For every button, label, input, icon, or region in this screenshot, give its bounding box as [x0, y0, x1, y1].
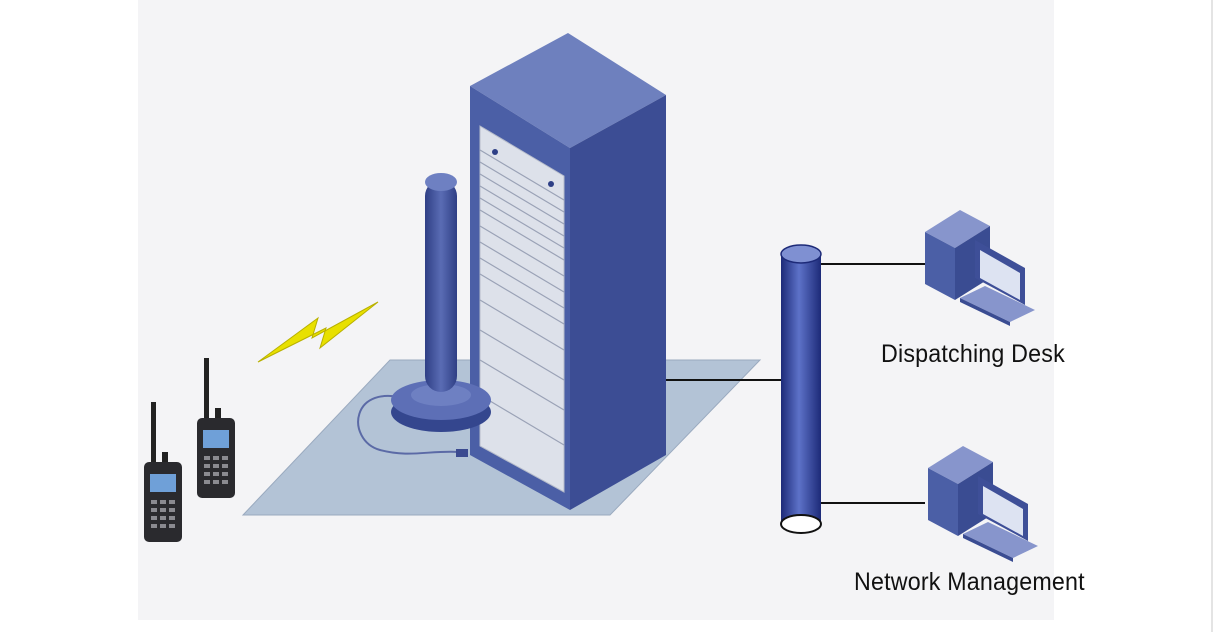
server-rack-icon	[470, 33, 666, 510]
dispatching-desk-label: Dispatching Desk	[881, 340, 1065, 368]
network-management-label: Network Management	[854, 568, 1085, 596]
network-management-computer-icon	[928, 446, 1038, 562]
dispatching-desk-computer-icon	[925, 210, 1035, 326]
handheld-radio-icon	[144, 402, 182, 542]
network-backbone-icon	[780, 244, 822, 534]
network-links	[666, 263, 925, 504]
handheld-radio-icon	[197, 358, 235, 498]
edge-line	[1211, 0, 1213, 632]
antenna-icon	[357, 173, 491, 457]
wireless-signal-icon	[257, 301, 379, 363]
